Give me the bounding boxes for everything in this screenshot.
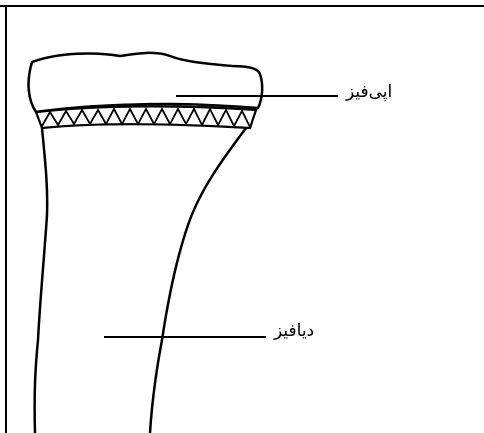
- diaphysis-right-edge: [150, 128, 246, 433]
- diaphysis-label: دیافیز: [274, 323, 314, 340]
- epiphysis-shape: [29, 53, 263, 112]
- diaphysis-left-edge: [35, 128, 48, 433]
- epiphysis-label: اپی‌فیز: [346, 84, 392, 101]
